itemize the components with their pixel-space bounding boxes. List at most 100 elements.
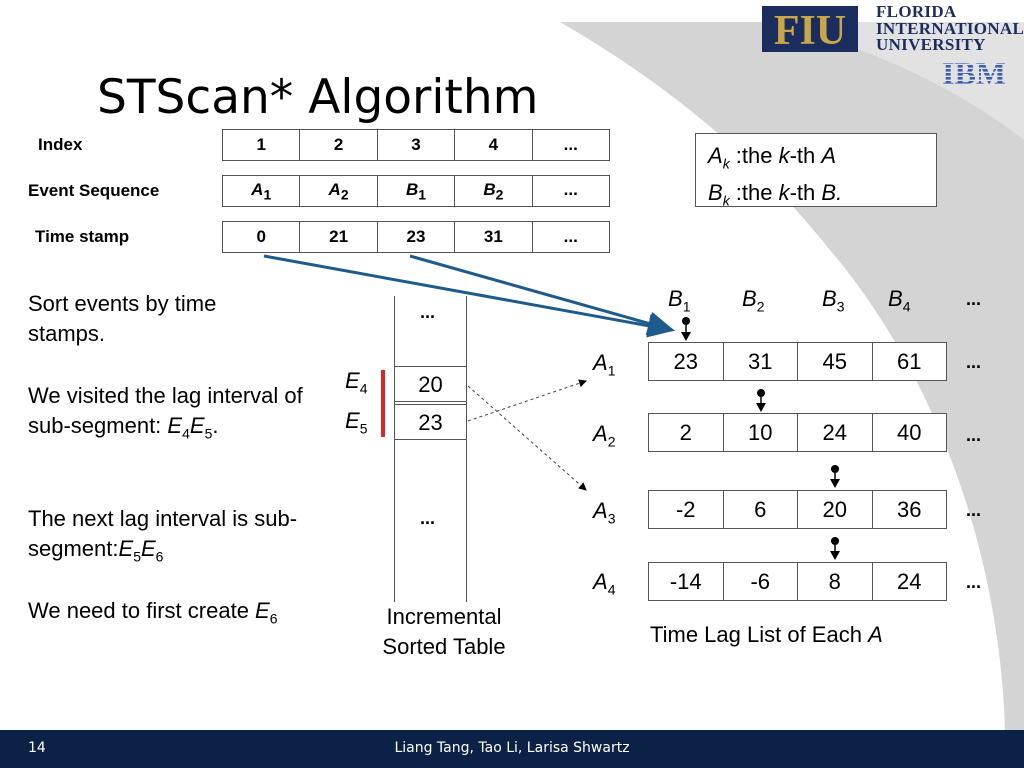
lag-row-ellipsis: ... xyxy=(966,572,982,592)
caption-text: Time Lag List of Each xyxy=(650,622,869,647)
footer-authors: Liang Tang, Tao Li, Larisa Shwartz xyxy=(394,740,630,756)
a-label-1: A1 xyxy=(593,350,615,378)
legend-text: :the xyxy=(729,180,779,206)
lag-cell: 8 xyxy=(797,562,873,601)
sorted-top-ellipsis: ... xyxy=(420,302,436,322)
timestamp-cell: 0 xyxy=(221,221,301,253)
caption-var: A xyxy=(868,622,883,647)
legend-sub: k xyxy=(722,192,730,209)
a-label-3: A3 xyxy=(593,498,615,526)
b-label-2: B2 xyxy=(742,286,764,314)
sorted-table-caption: Incremental Sorted Table xyxy=(360,602,528,662)
index-cell: 3 xyxy=(376,129,456,161)
bullet-var: E xyxy=(189,413,205,438)
caption-line: Incremental xyxy=(386,604,502,629)
event-sequence-table: A1 A2 B1 B2 ... xyxy=(221,175,610,207)
lag-cell: 6 xyxy=(722,490,798,529)
fiu-logo-mark: FIU xyxy=(762,6,858,52)
bullet-var: E xyxy=(140,536,156,561)
bullet-sub: 5 xyxy=(204,425,213,442)
b-sub: 2 xyxy=(756,298,765,315)
lag-cell: 45 xyxy=(797,342,873,381)
b-var: B xyxy=(742,286,757,311)
legend-kvar: k xyxy=(778,143,790,168)
b-label-ellipsis: ... xyxy=(966,289,982,309)
event-cell: B2 xyxy=(454,175,533,207)
index-cell: 4 xyxy=(454,129,533,161)
b-sub: 1 xyxy=(682,298,691,315)
index-cell: ... xyxy=(531,129,610,161)
lag-cell: -6 xyxy=(722,562,798,601)
e-var: E xyxy=(345,368,360,393)
legend-line-a: Ak :the k-th A xyxy=(708,141,924,178)
a-var: A xyxy=(593,569,608,594)
lag-cell: 40 xyxy=(871,413,947,452)
a-var: A xyxy=(593,421,608,446)
timestamp-cell: 23 xyxy=(376,221,456,253)
e-sub: 4 xyxy=(359,380,368,397)
bullet-text: . xyxy=(212,413,219,438)
lag-cell: 61 xyxy=(871,342,947,381)
bullet-text: The next lag interval is sub-segment: xyxy=(28,506,298,561)
event-sequence-label: Event Sequence xyxy=(28,181,160,200)
bullet-sub: 6 xyxy=(269,610,278,627)
lag-cell: -2 xyxy=(648,490,724,529)
fiu-wordmark-line2: INTERNATIONAL xyxy=(876,18,1024,38)
timestamp-cell: 31 xyxy=(454,221,533,253)
lag-cell: 10 xyxy=(722,413,798,452)
lag-cell: 31 xyxy=(722,342,798,381)
a-sub: 3 xyxy=(607,510,616,527)
lag-list-caption: Time Lag List of Each A xyxy=(650,620,883,650)
lag-row-a1: 23 31 45 61 xyxy=(648,342,947,381)
e-var: E xyxy=(345,408,360,433)
event-sub: 1 xyxy=(418,186,427,203)
sorted-bottom-ellipsis: ... xyxy=(420,508,436,528)
event-sub: 1 xyxy=(263,186,272,203)
a-sub: 2 xyxy=(607,433,616,450)
slide-footer: 14 Liang Tang, Tao Li, Larisa Shwartz xyxy=(0,730,1024,768)
label-e5: E5 xyxy=(345,408,367,436)
time-stamp-table: 0 21 23 31 ... xyxy=(221,221,610,253)
fiu-wordmark: FLORIDA INTERNATIONAL UNIVERSITY xyxy=(876,3,1024,54)
a-var: A xyxy=(593,350,608,375)
b-sub: 4 xyxy=(902,298,911,315)
event-sub: 2 xyxy=(495,186,504,203)
a-label-2: A2 xyxy=(593,421,615,449)
legend-text: :the xyxy=(729,143,779,168)
b-var: B xyxy=(888,286,903,311)
slide-title: STScan* Algorithm xyxy=(97,70,539,125)
bullet-sub: 6 xyxy=(155,548,164,565)
bullet-var: E xyxy=(118,536,134,561)
event-cell: ... xyxy=(531,175,610,207)
lag-cell: 23 xyxy=(648,342,724,381)
bullet-visited-interval: We visited the lag interval of sub-segme… xyxy=(28,381,318,448)
label-e4: E4 xyxy=(345,368,367,396)
bullet-var: E xyxy=(255,598,270,623)
page-number: 14 xyxy=(28,740,46,756)
lag-cell: 20 xyxy=(797,490,873,529)
event-base: A xyxy=(251,179,264,199)
b-label-1: B1 xyxy=(668,286,690,314)
lag-row-a2: 2 10 24 40 xyxy=(648,413,947,452)
legend-line-b: Bk :the k-th B. xyxy=(708,178,924,215)
lag-cell: 36 xyxy=(871,490,947,529)
legend-target: A xyxy=(821,143,837,168)
fiu-wordmark-line3: UNIVERSITY xyxy=(876,35,986,54)
a-sub: 1 xyxy=(607,362,616,379)
lag-row-ellipsis: ... xyxy=(966,425,982,445)
ibm-logo: IBM xyxy=(942,57,1006,87)
event-cell: A2 xyxy=(299,175,378,207)
lag-row-a3: -2 6 20 36 xyxy=(648,490,947,529)
lag-row-ellipsis: ... xyxy=(966,500,982,520)
sorted-cell-e5: 23 xyxy=(394,404,467,440)
legend-sub: k xyxy=(722,155,730,172)
e-sub: 5 xyxy=(359,420,368,437)
sorted-cell-e4: 20 xyxy=(394,366,467,402)
b-var: B xyxy=(668,286,683,311)
b-sub: 3 xyxy=(836,298,845,315)
event-sub: 2 xyxy=(340,186,349,203)
index-cell: 1 xyxy=(221,129,301,161)
lag-cell: 24 xyxy=(797,413,873,452)
legend-var: A xyxy=(708,143,723,168)
index-table: 1 2 3 4 ... xyxy=(221,129,610,161)
